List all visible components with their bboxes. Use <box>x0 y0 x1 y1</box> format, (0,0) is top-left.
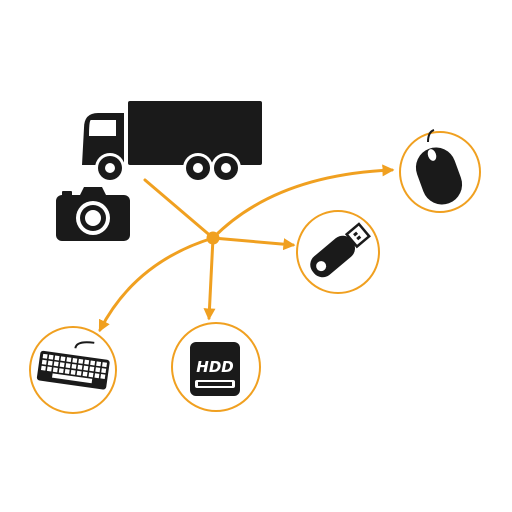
keyboard-key <box>94 373 100 379</box>
hdd-icon: HDD <box>190 342 240 396</box>
target-hdd: HDD <box>171 322 261 412</box>
keyboard-key <box>72 357 78 363</box>
keyboard-key <box>96 361 102 367</box>
target-usb <box>296 210 380 294</box>
camera-icon <box>56 187 130 241</box>
keyboard-key <box>84 359 90 365</box>
keyboard-key <box>102 362 108 368</box>
keyboard-key <box>76 370 82 376</box>
target-mouse <box>399 129 481 213</box>
truck-link <box>143 178 215 240</box>
keyboard-key <box>41 359 47 365</box>
truck-icon <box>82 101 262 183</box>
keyboard-key <box>83 365 89 371</box>
usb-drive-icon <box>310 222 371 278</box>
hub-dot <box>206 231 220 245</box>
keyboard-key <box>54 355 60 361</box>
keyboard-key <box>66 357 72 363</box>
keyboard-key <box>47 360 53 366</box>
hdd-label: HDD <box>196 358 233 376</box>
keyboard-key <box>59 362 65 368</box>
keyboard-key <box>40 365 46 371</box>
keyboard-key <box>48 354 54 360</box>
arrow-to-usb <box>211 236 296 251</box>
keyboard-spacebar <box>52 373 93 384</box>
keyboard-key <box>60 356 66 362</box>
arrow-to-keyboard <box>98 236 215 333</box>
keyboard-key <box>88 372 94 378</box>
keyboard-key <box>77 364 83 370</box>
keyboard-key <box>58 368 64 374</box>
connectors <box>98 164 395 333</box>
arrow-to-mouse <box>211 164 395 240</box>
keyboard-key <box>70 369 76 375</box>
keyboard-key <box>101 368 107 374</box>
keyboard-key <box>95 367 101 373</box>
keyboard-key <box>100 374 106 380</box>
keyboard-icon <box>36 341 110 390</box>
keyboard-key <box>78 358 84 364</box>
keyboard-key <box>65 363 71 369</box>
keyboard-key <box>64 369 70 375</box>
keyboard-key <box>53 361 59 367</box>
keyboard-key <box>89 366 95 372</box>
keyboard-key <box>82 371 88 377</box>
keyboard-key <box>90 360 96 366</box>
keyboard-key <box>71 363 77 369</box>
target-keyboard <box>29 326 117 414</box>
keyboard-key <box>42 353 48 359</box>
mouse-icon <box>415 129 463 205</box>
keyboard-keys <box>40 353 108 384</box>
arrow-to-hdd <box>203 236 216 321</box>
keyboard-key <box>46 366 52 372</box>
keyboard-key <box>52 367 58 373</box>
